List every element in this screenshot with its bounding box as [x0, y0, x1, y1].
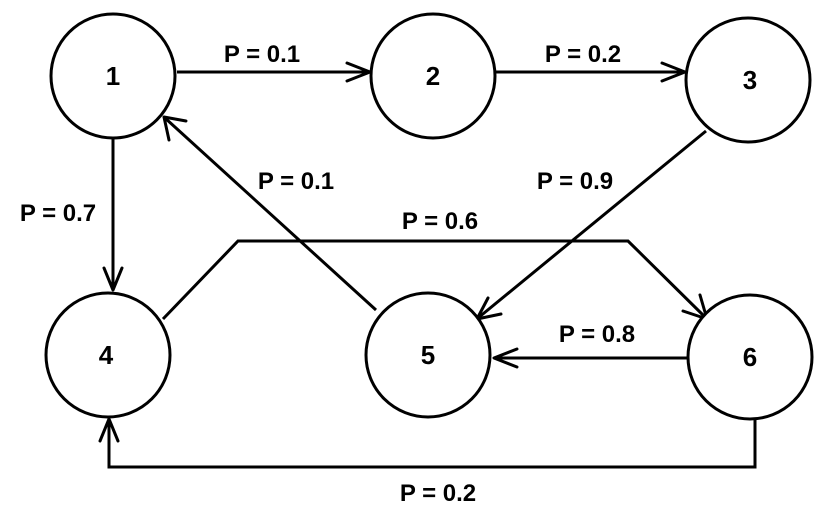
- node-3: 3: [684, 16, 812, 144]
- node-circle: [49, 12, 177, 140]
- edge-label: P = 0.2: [545, 41, 621, 68]
- node-6: 6: [686, 293, 814, 421]
- node-1: 1: [49, 12, 177, 140]
- edge-line: [161, 239, 708, 321]
- node-label: 3: [743, 65, 757, 95]
- node-circle: [684, 16, 812, 144]
- node-label: 4: [99, 340, 114, 370]
- node-5: 5: [364, 291, 492, 419]
- edge-3-to-5: P = 0.9: [475, 129, 707, 321]
- edge-2-to-3: P = 0.2: [494, 41, 687, 83]
- arrowhead-icon: [98, 417, 120, 443]
- edge-6-to-5: P = 0.8: [492, 321, 687, 369]
- node-circle: [44, 291, 172, 419]
- edge-label: P = 0.2: [400, 480, 476, 507]
- edge-label: P = 0.1: [258, 168, 334, 195]
- node-label: 2: [426, 61, 440, 91]
- node-label: 5: [421, 340, 435, 370]
- edge-4-to-6: P = 0.6: [161, 208, 709, 321]
- node-circle: [369, 12, 497, 140]
- node-label: 1: [106, 61, 120, 91]
- edge-line: [107, 420, 757, 469]
- edge-label: P = 0.8: [559, 321, 635, 348]
- arrowhead-icon: [162, 115, 188, 142]
- edge-5-to-1: P = 0.1: [162, 115, 378, 312]
- arrowhead-icon: [102, 266, 124, 292]
- edge-1-to-4: P = 0.7: [20, 137, 124, 292]
- arrowhead-icon: [492, 347, 519, 369]
- edge-line: [163, 116, 378, 312]
- arrowhead-icon: [660, 61, 687, 83]
- node-circle: [364, 291, 492, 419]
- edge-line: [477, 129, 707, 320]
- node-2: 2: [369, 12, 497, 140]
- node-circle: [686, 293, 814, 421]
- node-label: 6: [743, 342, 757, 372]
- edge-1-to-2: P = 0.1: [177, 41, 372, 83]
- node-4: 4: [44, 291, 172, 419]
- edge-label: P = 0.1: [224, 41, 300, 68]
- edge-label: P = 0.7: [20, 200, 96, 227]
- edge-label: P = 0.6: [402, 208, 478, 235]
- edge-label: P = 0.9: [537, 168, 613, 195]
- edge-6-to-4: P = 0.2: [98, 417, 757, 507]
